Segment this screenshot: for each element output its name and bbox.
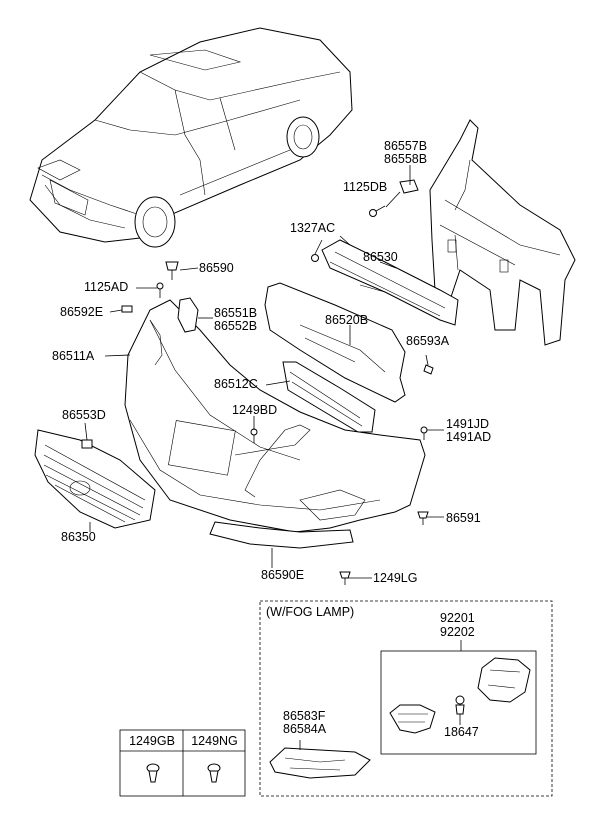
label-1491jd: 1491JD: [446, 417, 490, 431]
screw-1249gb-icon: [146, 763, 160, 783]
fog-lamp-box-title: (W/FOG LAMP): [266, 605, 355, 619]
label-86552b: 86552B: [214, 319, 258, 333]
label-86512c: 86512C: [214, 377, 258, 391]
label-86520b: 86520B: [325, 313, 369, 327]
screw-86591: [417, 511, 429, 525]
label-86551b: 86551B: [214, 306, 258, 320]
label-86591: 86591: [446, 511, 481, 525]
bulb-18647: [455, 695, 465, 715]
clip-86553d: [81, 439, 93, 449]
energy-absorber-86520b: [264, 282, 406, 403]
screw-table-header-1249gb: 1249GB: [129, 734, 175, 748]
label-86590: 86590: [199, 261, 234, 275]
label-86593a: 86593A: [406, 334, 450, 348]
screw-table-header-1249ng: 1249NG: [191, 734, 238, 748]
under-cover-86590e: [209, 521, 354, 549]
bolt-1125db: [369, 205, 386, 217]
label-1249lg: 1249LG: [373, 571, 418, 585]
label-86583f: 86583F: [283, 709, 326, 723]
label-86584a: 86584A: [283, 722, 327, 736]
label-18647: 18647: [444, 725, 479, 739]
label-1491ad: 1491AD: [446, 430, 492, 444]
leader-lines: [84, 165, 444, 579]
screw-1249ng-icon: [207, 763, 221, 783]
label-86558b: 86558B: [384, 152, 428, 166]
radiator-support-frame: [429, 119, 576, 346]
label-86592e: 86592E: [60, 305, 104, 319]
screw-table: [119, 729, 246, 797]
lower-grille-86512c: [282, 361, 376, 433]
clip-86592e: [121, 305, 133, 313]
fog-lamp-box: [259, 600, 553, 797]
fog-lamp-bracket: [477, 657, 531, 703]
label-86511a: 86511A: [52, 349, 95, 363]
bumper-beam-86530: [321, 239, 459, 326]
screw-1491jd: [420, 426, 428, 440]
label-86553d: 86553D: [62, 408, 106, 422]
label-86350: 86350: [61, 530, 96, 544]
bracket-86551b: [149, 297, 199, 366]
label-86557b: 86557B: [384, 139, 428, 153]
bumper-cover-86511a: [124, 299, 426, 533]
label-1125ad: 1125AD: [84, 280, 129, 294]
clip-86593a: [423, 364, 434, 375]
fog-lamp-92201: [389, 704, 436, 734]
radiator-grille-86350: [34, 429, 156, 529]
fog-cover-86583f: [269, 747, 371, 779]
label-92202: 92202: [440, 625, 475, 639]
bolt-1125ad: [156, 282, 164, 298]
label-1125db: 1125DB: [343, 180, 388, 194]
vehicle-illustration: [29, 27, 353, 248]
nut-1327ac: [311, 254, 319, 262]
label-92201: 92201: [440, 611, 475, 625]
label-86590e: 86590E: [261, 568, 305, 582]
label-86530: 86530: [363, 250, 398, 264]
bracket-86557b: [399, 179, 419, 194]
fog-lamp-inner-box: [380, 650, 537, 755]
label-1327ac: 1327AC: [290, 221, 336, 235]
screw-1249lg: [339, 571, 351, 585]
label-1249bd: 1249BD: [232, 403, 278, 417]
screw-86590: [165, 261, 179, 280]
